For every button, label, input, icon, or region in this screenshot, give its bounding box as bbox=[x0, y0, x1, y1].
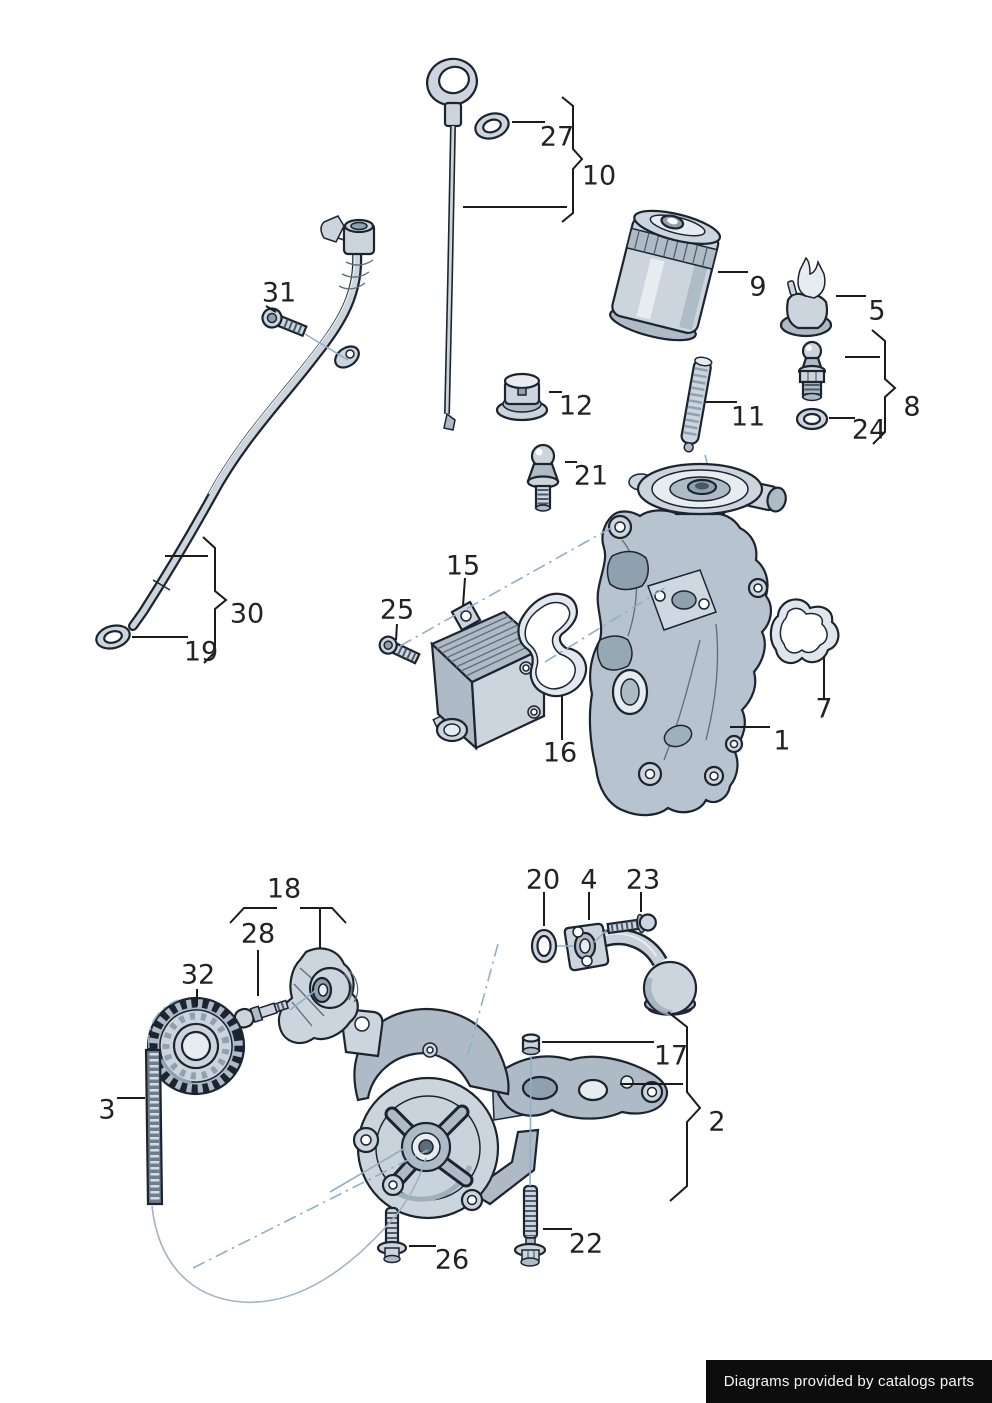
seal-ring-24 bbox=[795, 407, 829, 431]
chain-tensioner bbox=[277, 947, 359, 1045]
o-ring-19 bbox=[95, 624, 131, 650]
part-label-27: 27 bbox=[539, 121, 575, 153]
part-label-26: 26 bbox=[434, 1244, 470, 1276]
part-label-31: 31 bbox=[261, 277, 297, 309]
part-label-21: 21 bbox=[573, 460, 609, 492]
oil-pressure-sensor bbox=[797, 340, 827, 402]
part-label-25: 25 bbox=[379, 594, 415, 626]
ball-stud-21 bbox=[526, 443, 560, 512]
part-label-2: 2 bbox=[708, 1106, 726, 1138]
part-label-18: 18 bbox=[266, 873, 302, 905]
retainer-clip-5 bbox=[779, 256, 833, 338]
nut-17 bbox=[521, 1033, 541, 1056]
part-label-3: 3 bbox=[98, 1094, 116, 1126]
leader-lines bbox=[117, 96, 897, 1247]
part-label-30: 30 bbox=[229, 598, 265, 630]
timing-chain bbox=[144, 999, 427, 1303]
part-label-11: 11 bbox=[730, 401, 766, 433]
o-ring-20 bbox=[530, 928, 574, 964]
oil-pump bbox=[340, 1007, 669, 1220]
suction-pipe-4 bbox=[563, 922, 698, 1016]
bolt-23 bbox=[593, 913, 657, 943]
oil-filter bbox=[609, 209, 722, 342]
part-label-16: 16 bbox=[542, 737, 578, 769]
bolt-28 bbox=[233, 989, 317, 1029]
bolt-22 bbox=[513, 1184, 547, 1267]
part-label-12: 12 bbox=[558, 390, 594, 422]
part-label-4: 4 bbox=[580, 864, 598, 896]
o-ring-27 bbox=[474, 112, 510, 140]
part-label-10: 10 bbox=[581, 160, 617, 192]
part-label-28: 28 bbox=[240, 918, 276, 950]
part-label-19: 19 bbox=[183, 636, 219, 668]
part-label-5: 5 bbox=[868, 295, 886, 327]
dipstick bbox=[426, 57, 478, 431]
part-label-1: 1 bbox=[773, 725, 791, 757]
part-label-8: 8 bbox=[903, 391, 921, 423]
cap-12 bbox=[495, 372, 549, 422]
oil-cooler bbox=[430, 600, 546, 751]
part-label-24: 24 bbox=[851, 414, 887, 446]
part-label-23: 23 bbox=[625, 864, 661, 896]
part-label-17: 17 bbox=[653, 1040, 689, 1072]
gasket-7 bbox=[769, 598, 840, 665]
part-label-7: 7 bbox=[815, 693, 833, 725]
gasket-16 bbox=[517, 592, 588, 698]
guide-tube-30 bbox=[128, 215, 376, 631]
bolt-31 bbox=[261, 307, 349, 361]
part-label-9: 9 bbox=[749, 271, 767, 303]
part-label-15: 15 bbox=[445, 550, 481, 582]
bolt-26 bbox=[376, 1206, 408, 1264]
footer-attribution-banner: Diagrams provided by catalogs parts bbox=[706, 1360, 992, 1403]
part-label-20: 20 bbox=[525, 864, 561, 896]
bolt-25 bbox=[378, 635, 421, 665]
alignment-lines bbox=[192, 523, 669, 1269]
footer-text: Diagrams provided by catalogs parts bbox=[723, 1373, 975, 1390]
filter-insert-11 bbox=[680, 356, 713, 483]
part-label-22: 22 bbox=[568, 1228, 604, 1260]
part-label-32: 32 bbox=[180, 959, 216, 991]
filter-bracket-housing bbox=[588, 462, 787, 817]
